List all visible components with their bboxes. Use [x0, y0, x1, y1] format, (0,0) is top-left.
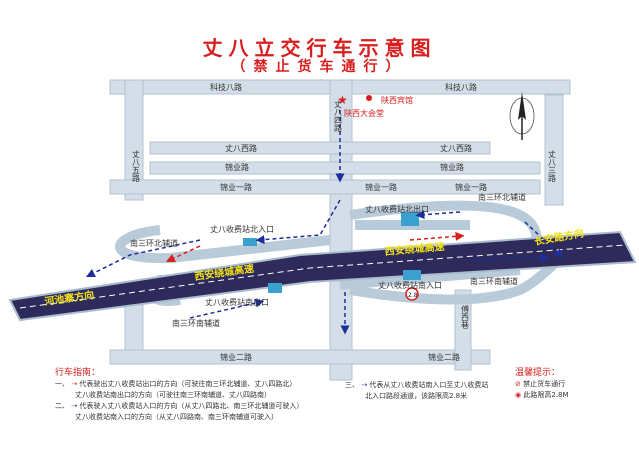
legend-warning: 温馨提示： ⊘ 禁止货车通行 ◉ 此路限高2.8M [515, 368, 635, 401]
legend-item2: 二、 ⇢ 代表驶入丈八收费站入口的方向（从丈八四路北、南三环北辅道可驶入） [55, 402, 304, 410]
toll-south-booth [403, 270, 421, 280]
label-zhangba-west-2: 丈八西路 [440, 143, 472, 153]
label-jinye2-left: 锦业二路 [220, 352, 252, 362]
height-limit-value: 2.8 [408, 292, 418, 299]
road-fengxi [454, 289, 472, 371]
exit-arrows [165, 231, 465, 263]
ramp-nw [115, 225, 331, 264]
road-zhangba3 [544, 94, 564, 206]
label-toll-north-ent: 丈八收费站北入口 [210, 224, 274, 234]
legend-item1-a: 代表驶出丈八收费站出口的方向（可驶往南三环北辅道、丈八四路北） [79, 380, 297, 388]
map-subtitle: （禁止货车通行） [231, 59, 408, 75]
height-limit-icon [405, 287, 419, 301]
road-jinye1 [109, 179, 541, 195]
label-toll-north-exit: 丈八收费站北出口 [365, 204, 429, 214]
legend-item1-num: 一、 [55, 380, 69, 388]
legend-item2-num: 二、 [55, 402, 69, 410]
legend-item2-a: 代表驶入丈八收费站入口的方向（从丈八四路北、南三环北辅道可驶入） [79, 402, 304, 410]
label-zhangba3: 丈八三路 [548, 149, 557, 182]
label-toll-south-exit: 丈八收费站南出口 [205, 297, 269, 307]
label-zhangba4: 丈八四路 [334, 99, 343, 132]
road-zhangba4 [329, 79, 353, 381]
xian-ring-highway [8, 230, 637, 322]
legend-item3-b: 北入口路段通道，该路限高2.8米 [365, 392, 468, 400]
label-jinye: 锦业路 [225, 162, 249, 172]
label-toll-south-ent: 丈八收费站南入口 [378, 280, 442, 290]
legend-warn-heading: 温馨提示： [515, 368, 561, 378]
road-jinye2 [109, 349, 491, 365]
label-jinye1-left: 锦业一路 [220, 182, 252, 192]
label-jinye2-right: 锦业二路 [428, 352, 460, 362]
label-jinye1-right: 锦业一路 [455, 182, 487, 192]
label-south-aux-left: 南三环南辅道 [172, 318, 220, 328]
no-truck-icon: ⊘ [515, 380, 521, 388]
legend-heading: 行车指南： [55, 368, 101, 378]
aux-south [339, 265, 521, 290]
legend-item1-b: 丈八收费站南出口的方向（可驶往南三环南辅道、丈八四路南） [75, 391, 271, 399]
toll-north-booth [401, 212, 419, 226]
toll-south-ent-booth [268, 283, 282, 293]
label-keji8-right: 科技八路 [445, 82, 477, 92]
road-zhangba-west [149, 141, 491, 155]
legend-warn2: 此路限高2.8M [523, 391, 569, 399]
legend-item2-b: 丈八收费站南入口的方向（从丈八四路南、南三环南辅道可驶入） [75, 413, 278, 421]
road-jinye [149, 161, 541, 175]
label-zhangba-west: 丈八西路 [225, 143, 257, 153]
star-icon: ★ [337, 93, 348, 107]
compass-icon [509, 92, 535, 140]
label-zhangba5: 丈八五路 [132, 149, 141, 182]
label-hotel: 陕西宾馆 [381, 95, 413, 105]
legend-item1: 一、 ⇢ 代表驶出丈八收费站出口的方向（可驶往南三环北辅道、丈八四路北） [55, 380, 297, 388]
label-jinye-2: 锦业路 [440, 162, 464, 172]
label-keji8-left: 科技八路 [210, 82, 242, 92]
toll-north-ent-booth [243, 238, 257, 246]
height-sign-icon: ◉ [515, 391, 522, 399]
map-title: 丈八立交行车示意图 [202, 36, 437, 60]
legend-item3: 三、 ⇢ 代表从丈八收费站南入口至丈八收费站 北入口路段通道，该路限高2.8米 [345, 380, 515, 402]
label-north-aux-right: 南三环北辅道 [478, 192, 526, 202]
entry-arrows [85, 110, 564, 335]
label-south-aux-right: 南三环南辅道 [470, 276, 518, 286]
legend-item3-num: 三、 [345, 381, 359, 389]
label-jinye1-mid: 锦业一路 [365, 182, 397, 192]
legend-guide: 行车指南： 一、 ⇢ 代表驶出丈八收费站出口的方向（可驶往南三环北辅道、丈八四路… [55, 368, 355, 423]
label-hall: 陕西大会堂 [344, 108, 384, 118]
road-zhangba5 [124, 79, 144, 201]
hotel-dot-icon [366, 95, 372, 101]
legend-item3-a: 代表从丈八收费站南入口至丈八收费站 [369, 381, 489, 389]
label-north-aux: 南三环北辅道 [130, 238, 178, 248]
label-fengxi: 傅西巷 [461, 304, 470, 329]
city-roads [109, 79, 571, 381]
legend-warn1: 禁止货车通行 [523, 380, 566, 388]
